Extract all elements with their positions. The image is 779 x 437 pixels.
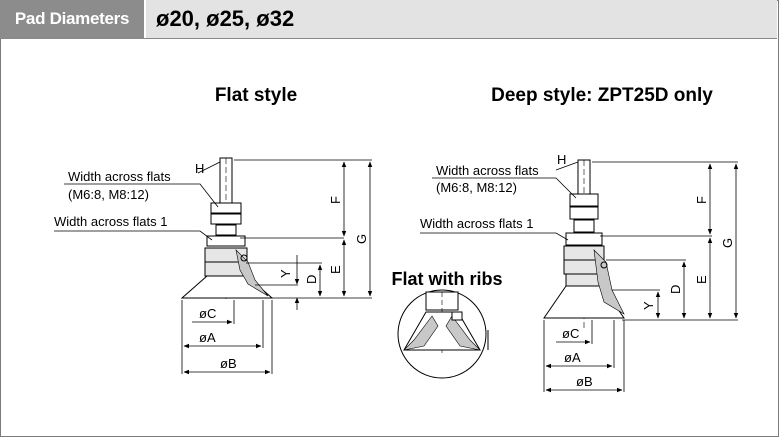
header-title: ø20, ø25, ø32 xyxy=(156,6,295,31)
flat-style-labels: Width across flats (M6:8, M8:12) Width a… xyxy=(54,161,369,371)
tag-divider xyxy=(144,0,146,38)
flat-dim-G: G xyxy=(354,234,369,244)
deep-width-across-flats-1-label: Width across flats 1 xyxy=(420,216,533,231)
flat-style-pad-drawing xyxy=(180,157,274,300)
flat-dim-Y: Y xyxy=(278,269,293,278)
flat-dim-E: E xyxy=(328,265,343,274)
flat-thread-sizes-label: (M6:8, M8:12) xyxy=(68,187,149,202)
ribs-detail-drawing xyxy=(397,289,489,379)
ribs-detail-title: Flat with ribs xyxy=(391,269,502,289)
deep-style-title: Deep style: ZPT25D only xyxy=(491,85,713,106)
flat-dim-B: øB xyxy=(220,356,237,371)
deep-style-labels: Width across flats (M6:8, M8:12) Width a… xyxy=(420,152,735,389)
deep-dim-H: H xyxy=(557,152,566,167)
flat-dim-C: øC xyxy=(199,306,216,321)
flat-dim-F: F xyxy=(328,196,343,204)
flat-style-title: Flat style xyxy=(215,85,297,106)
deep-dim-D: D xyxy=(668,285,683,294)
flat-width-across-flats-1-label: Width across flats 1 xyxy=(54,214,167,229)
flat-dim-H: H xyxy=(195,161,204,176)
deep-style-pad-drawing xyxy=(543,159,625,330)
deep-dim-F: F xyxy=(694,196,709,204)
header-bar: Pad Diameters ø20, ø25, ø32 xyxy=(0,0,777,39)
deep-dim-E: E xyxy=(694,275,709,284)
deep-width-across-flats-label: Width across flats xyxy=(436,163,539,178)
category-tag: Pad Diameters xyxy=(0,0,144,38)
flat-style-dimensions xyxy=(54,159,373,375)
flat-width-across-flats-label: Width across flats xyxy=(68,169,171,184)
deep-style-dimensions xyxy=(420,161,739,393)
deep-dim-C: øC xyxy=(562,326,579,341)
flat-dim-D: D xyxy=(304,275,319,284)
deep-dim-B: øB xyxy=(576,374,593,389)
deep-dim-Y: Y xyxy=(641,301,656,310)
deep-thread-sizes-label: (M6:8, M8:12) xyxy=(436,180,517,195)
deep-dim-G: G xyxy=(720,238,735,248)
deep-dim-A: øA xyxy=(564,350,581,365)
flat-dim-A: øA xyxy=(199,330,216,345)
